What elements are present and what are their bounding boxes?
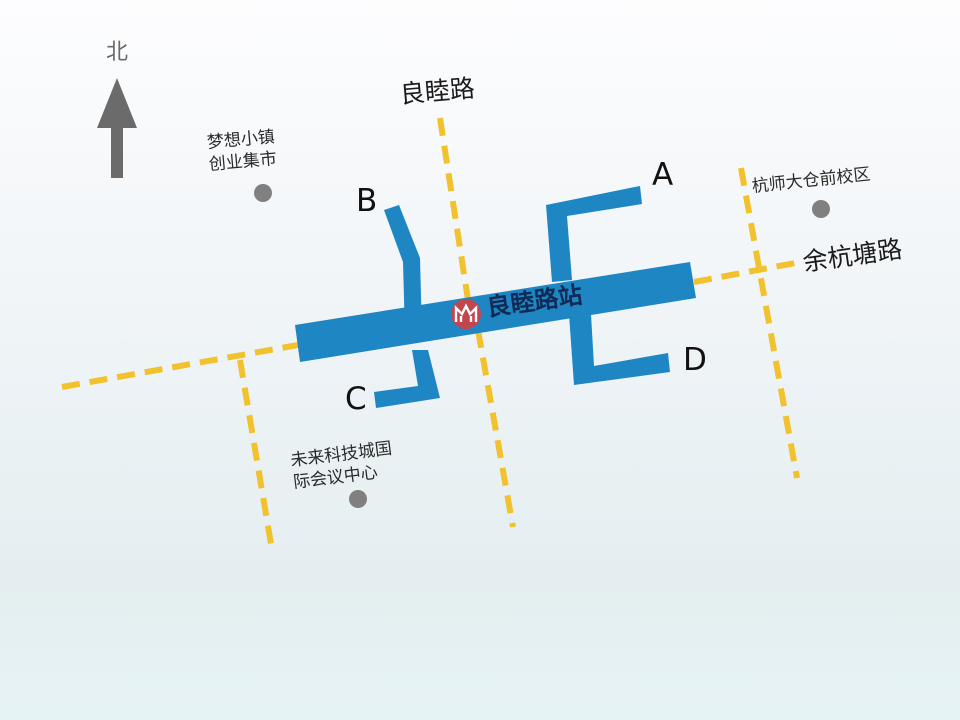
north-label: 北 [106, 40, 129, 65]
exit-b-passage [384, 205, 422, 335]
exit-c-passage [374, 350, 440, 408]
exit-label-d: D [683, 342, 707, 378]
road-liangmu-north [437, 117, 471, 301]
road-west-branch [237, 359, 275, 551]
road-yuhangtang-west [61, 342, 299, 390]
station-concourse [295, 262, 696, 362]
exit-a-passage [546, 186, 642, 282]
poi-dot-hznu [812, 200, 830, 218]
poi-dot-convention-center [349, 490, 367, 508]
poi-dot-dream-town [254, 184, 272, 202]
exit-label-c: C [345, 381, 367, 417]
road-east [738, 167, 800, 479]
road-liangmu-south [475, 329, 516, 528]
exit-label-b: B [356, 183, 378, 219]
poi-label-dream-town: 梦想小镇 创业集市 [206, 126, 278, 176]
north-arrow-icon [97, 78, 137, 178]
hangzhou-metro-logo-icon [451, 299, 481, 329]
road-yuhangtang-east [693, 260, 796, 285]
exit-d-passage [568, 297, 670, 385]
station-structure [295, 186, 696, 408]
exit-label-a: A [652, 157, 674, 193]
